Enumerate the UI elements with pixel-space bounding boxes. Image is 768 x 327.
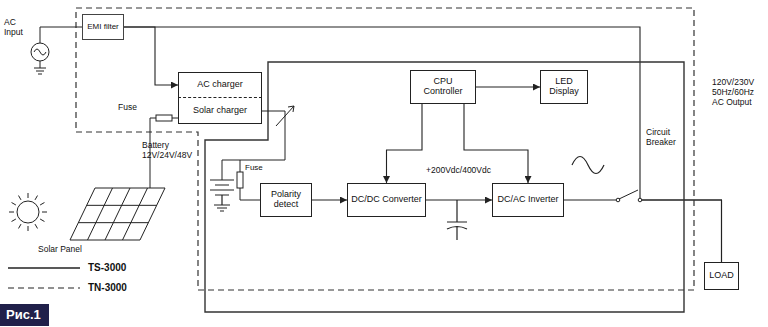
solar-panel [70, 188, 165, 240]
box-label: AC charger [195, 80, 245, 90]
breaker-label: Circuit Breaker [646, 128, 684, 148]
panel-label: Solar Panel [38, 245, 98, 255]
ac-source [34, 61, 46, 74]
sun-symbol [17, 201, 39, 223]
charge-wire [276, 106, 294, 126]
controller-box: CPU Controller [410, 70, 476, 104]
ts-outline [205, 62, 684, 312]
signal-connector [476, 86, 540, 87]
sun-symbol [12, 203, 16, 206]
ac-source [40, 27, 82, 43]
fuse-label: Fuse [118, 103, 148, 113]
battery-symbol [210, 180, 234, 211]
sun-symbol [12, 219, 16, 222]
ts-outline [205, 62, 684, 312]
sun-symbol [28, 193, 29, 198]
capacitor-symbol [447, 200, 467, 240]
box-label: LOAD [707, 271, 736, 281]
tn-outline [76, 8, 694, 290]
filter-box: EMI filter [82, 14, 124, 40]
breaker-symbol [616, 188, 642, 203]
legend-lines [8, 267, 80, 268]
breaker-symbol [617, 188, 639, 203]
legend-lines [8, 268, 80, 288]
legend-text: TN-3000 [88, 282, 127, 293]
legend-text: TS-3000 [88, 262, 126, 273]
box-label: EMI filter [85, 23, 121, 32]
sun-symbol [19, 224, 22, 228]
battery-symbol [214, 195, 230, 211]
solar-wire [156, 115, 172, 121]
process-box: DC/AC Inverter [492, 183, 564, 217]
legend-lines [8, 287, 80, 288]
input-label: AC Input [4, 18, 36, 38]
signal-connector [312, 199, 347, 200]
sun-symbol [28, 226, 29, 231]
sun-symbol [9, 193, 47, 231]
box-label: CPU Controller [411, 77, 475, 97]
fuse-label: Fuse [245, 163, 267, 172]
box-label: DC/AC Inverter [495, 195, 560, 205]
sine-wave [572, 157, 604, 174]
battery-label: Battery 12V/24V/48V [142, 141, 196, 161]
capacitor-symbol [447, 200, 467, 240]
ac-source [31, 43, 49, 61]
solar-panel [123, 188, 148, 240]
output-label: 120V/230V 50Hz/60Hz AC Output [712, 78, 766, 107]
solar-panel [87, 205, 157, 206]
ac-source [34, 49, 46, 55]
charger-box: AC charger [178, 72, 262, 98]
solar-panel [70, 188, 165, 240]
bus-voltage-label: +200Vdc/400Vdc [426, 166, 506, 176]
solar-panel [78, 222, 148, 223]
signal-connector [387, 104, 423, 183]
sun-symbol [35, 196, 38, 200]
sun-symbol [40, 219, 44, 222]
box-label: LED Display [541, 77, 587, 97]
box-label: DC/DC Converter [349, 195, 424, 205]
ac-source [31, 27, 82, 74]
figure-caption: Рис.1 [0, 304, 49, 326]
sun-symbol [42, 212, 47, 213]
signal-connector [426, 199, 492, 200]
sun-symbol [19, 196, 22, 200]
sun-symbol [9, 193, 47, 231]
sun-symbol [9, 212, 14, 213]
box-label: Polarity detect [261, 190, 311, 210]
signal-connector [124, 27, 178, 85]
box-label: Solar charger [191, 106, 249, 116]
breaker-symbol [619, 190, 638, 199]
process-box: DC/DC Converter [347, 183, 426, 217]
load-box: LOAD [704, 262, 739, 290]
display-box: LED Display [540, 70, 588, 104]
breaker-symbol [638, 198, 642, 202]
charger-box: Solar charger [178, 98, 262, 124]
process-box: Polarity detect [260, 183, 312, 217]
sine-wave [572, 157, 604, 174]
battery-symbol [210, 180, 234, 195]
signal-connector [564, 200, 722, 262]
battery-fuse [237, 172, 243, 188]
sun-symbol [40, 203, 44, 206]
tn-outline [76, 8, 694, 290]
sun-symbol [35, 224, 38, 228]
solar-panel [78, 188, 156, 240]
